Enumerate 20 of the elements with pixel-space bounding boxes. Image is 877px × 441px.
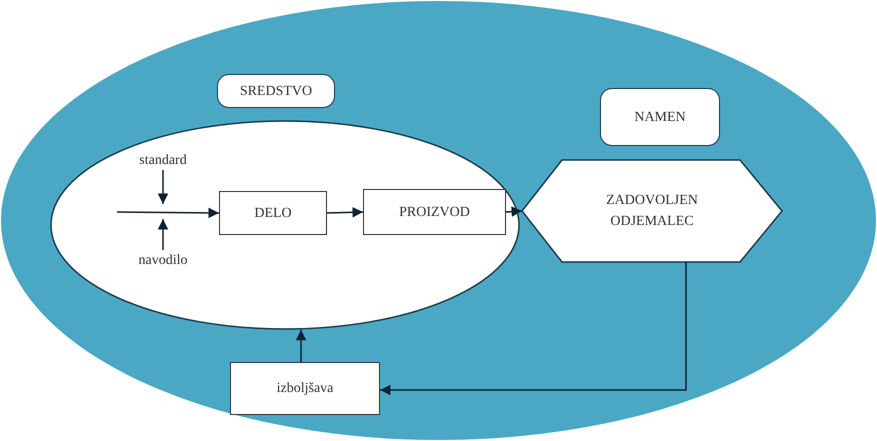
process-box [230, 362, 380, 415]
process-box [363, 189, 506, 235]
node-label: SREDSTVO [240, 82, 312, 100]
node-label: PROIZVOD [399, 204, 470, 222]
node-label: DELO [254, 204, 292, 222]
node-label: NAMEN [634, 108, 686, 126]
rounded-box [217, 74, 335, 108]
arrow [326, 207, 364, 218]
input-label: standard [139, 152, 187, 170]
arrow [506, 206, 522, 217]
rounded-box [600, 88, 720, 146]
node-label: ZADOVOLJEN ODJEMALEC [605, 192, 699, 231]
input-arrow [158, 170, 168, 204]
arrow [380, 262, 687, 396]
process-box [219, 191, 327, 235]
input-arrow [158, 219, 168, 250]
node-label: izboljšava [276, 380, 334, 398]
input-arrow [117, 208, 219, 218]
input-label: navodilo [138, 252, 188, 270]
arrow [296, 330, 306, 362]
